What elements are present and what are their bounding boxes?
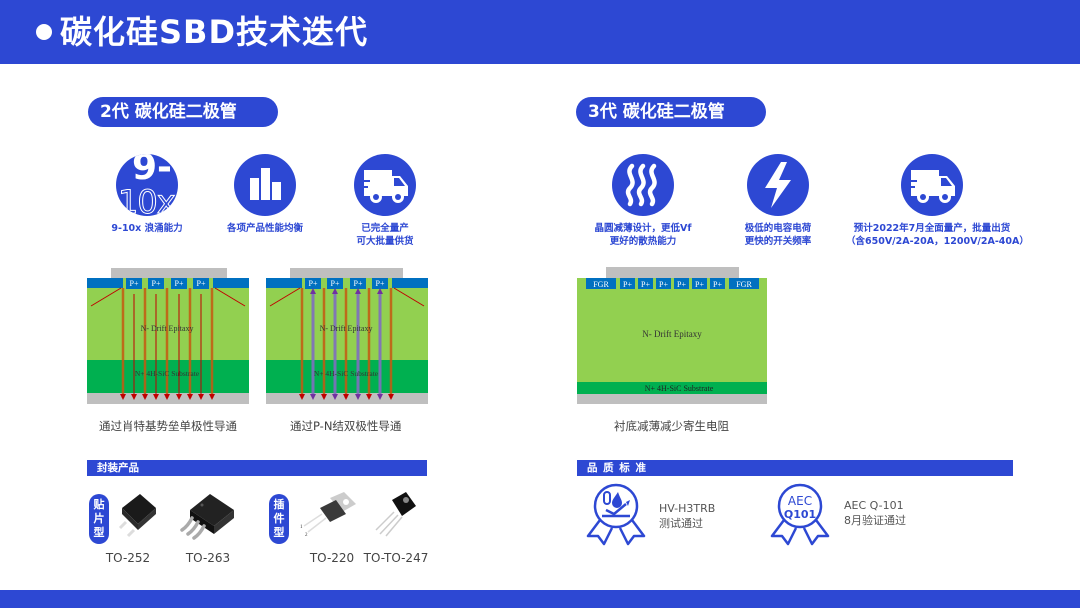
svg-text:FGR: FGR: [736, 280, 752, 289]
svg-text:P+: P+: [376, 279, 385, 288]
heat-waves-icon: [612, 154, 674, 216]
footer-bar: [0, 590, 1080, 608]
svg-text:AEC: AEC: [788, 494, 812, 508]
feature-label: 各项产品性能均衡: [226, 223, 303, 234]
svg-text:P+: P+: [623, 280, 632, 289]
aec-q101-text: AEC Q-101 8月验证通过: [844, 499, 906, 527]
gen2-pn-diagram: P+ P+ P+ P+ N- Drift Epitaxy: [266, 268, 428, 404]
tht-type-badge: 插件型: [269, 494, 289, 544]
hv-h3trb-text: HV-H3TRB 测试通过: [659, 502, 716, 530]
delivery-truck-icon: [901, 154, 963, 216]
gen3-caption: 衬底减薄减少寄生电阻: [614, 419, 729, 433]
to-263-label: TO-263: [185, 551, 231, 565]
gen3-thin-substrate-diagram: FGR P+ P+ P+ P+ P+ P+ FGR N- Drift Epita…: [577, 267, 767, 404]
to-220-package-image: 1 2: [300, 490, 362, 542]
delivery-truck-icon: [354, 154, 416, 216]
gen3-feature-thin-wafer: 晶圆减薄设计，更低Vf 更好的散热能力: [583, 154, 703, 248]
hv-h3trb-badge-icon: [584, 482, 648, 546]
feature-label: 晶圆减薄设计，更低Vf 更好的散热能力: [594, 223, 692, 247]
page-title: 碳化硅SBD技术迭代: [60, 13, 369, 51]
gen2-feature-surge: 9- 10x 9-10x 浪涌能力: [92, 154, 202, 235]
bar-chart-icon: [234, 154, 296, 216]
to-252-label: TO-252: [105, 551, 151, 565]
svg-text:P+: P+: [695, 280, 704, 289]
to-252-package-image: [116, 490, 162, 540]
svg-text:Q101: Q101: [784, 508, 816, 521]
gen2-title: 2代 碳化硅二极管: [88, 97, 278, 127]
svg-text:N+ 4H-SiC Substrate: N+ 4H-SiC Substrate: [135, 369, 200, 378]
lightning-icon: [747, 154, 809, 216]
aec-q101-badge-icon: AEC Q101: [768, 482, 832, 546]
package-section-bar: 封装产品: [87, 460, 427, 476]
svg-text:P+: P+: [641, 280, 650, 289]
bullet-icon: [36, 24, 52, 40]
gen3-title: 3代 碳化硅二极管: [576, 97, 766, 127]
gen3-feature-low-charge: 极低的电容电荷 更快的开关频率: [723, 154, 833, 248]
svg-text:P+: P+: [130, 279, 139, 288]
svg-text:P+: P+: [175, 279, 184, 288]
header-bar: 碳化硅SBD技术迭代: [0, 0, 1080, 64]
svg-text:N- Drift Epitaxy: N- Drift Epitaxy: [320, 324, 373, 333]
feature-label: 9-10x 浪涌能力: [111, 223, 183, 234]
feature-label: 极低的电容电荷 更快的开关频率: [744, 223, 812, 247]
svg-text:P+: P+: [309, 279, 318, 288]
gen3-feature-mass-production: 预计2022年7月全面量产，批量出货 （含650V/2A-20A，1200V/2…: [846, 154, 1029, 248]
feature-label: 预计2022年7月全面量产，批量出货 （含650V/2A-20A，1200V/2…: [846, 223, 1029, 247]
svg-text:1: 1: [300, 525, 303, 530]
svg-text:P+: P+: [152, 279, 161, 288]
quality-section-bar: 品 质 标 准: [577, 460, 1013, 476]
gen2-schottky-diagram: P+ P+ P+ P+ N- Drift Epitaxy N+ 4H-SiC S…: [87, 268, 249, 404]
svg-text:2: 2: [305, 533, 308, 538]
to-247-label: TO-TO-247: [363, 551, 429, 565]
svg-text:FGR: FGR: [593, 280, 609, 289]
gen2-feature-mass-production: 已完全量产 可大批量供货: [330, 154, 440, 248]
svg-text:N+ 4H-SiC Substrate: N+ 4H-SiC Substrate: [314, 369, 379, 378]
svg-text:N- Drift Epitaxy: N- Drift Epitaxy: [642, 329, 702, 339]
svg-text:N- Drift Epitaxy: N- Drift Epitaxy: [141, 324, 194, 333]
svg-text:P+: P+: [331, 279, 340, 288]
svg-text:P+: P+: [197, 279, 206, 288]
svg-text:P+: P+: [677, 280, 686, 289]
smd-type-badge: 贴片型: [89, 494, 109, 544]
svg-text:P+: P+: [713, 280, 722, 289]
to-247-package-image: [370, 490, 420, 542]
surge-10x-icon: 9- 10x: [116, 154, 178, 216]
to-263-package-image: [180, 490, 238, 542]
to-220-label: TO-220: [309, 551, 355, 565]
gen2-schottky-caption: 通过肖特基势垒单极性导通: [99, 419, 237, 433]
gen2-feature-balanced: 各项产品性能均衡: [210, 154, 320, 235]
svg-text:P+: P+: [354, 279, 363, 288]
gen2-pn-caption: 通过P-N结双极性导通: [290, 419, 402, 433]
svg-text:N+ 4H-SiC Substrate: N+ 4H-SiC Substrate: [645, 384, 714, 393]
svg-text:P+: P+: [659, 280, 668, 289]
feature-label: 已完全量产 可大批量供货: [356, 223, 414, 247]
